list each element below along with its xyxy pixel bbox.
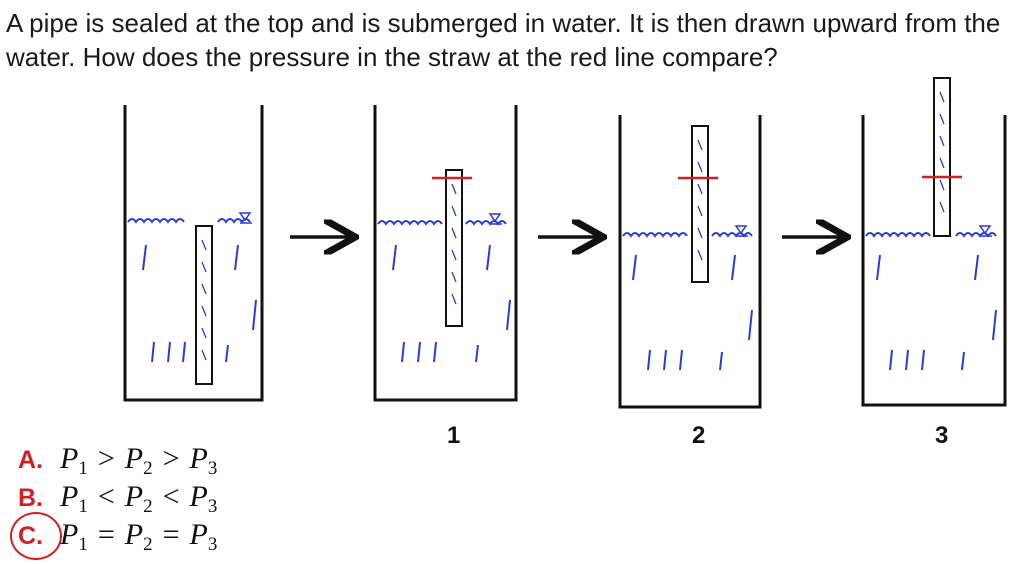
selected-circle [10,512,62,560]
panel-label-1: 1 [447,422,461,449]
water-hatch [632,254,753,371]
answer-choices: A.P1>P2>P3 B.P1<P2<P3 C.P1=P2=P3 [10,440,218,560]
straw [933,77,951,237]
water-hatch [142,244,257,363]
water-surface [622,232,688,238]
panel-label-3: 3 [935,422,949,449]
panel-label-2: 2 [692,422,706,449]
straw [195,225,213,385]
choice-letter: A. [18,446,43,474]
water-surface [955,232,997,238]
container-1 [373,105,518,402]
container-wall [373,105,518,402]
water-surface [465,220,507,226]
container-wall [123,105,264,402]
container-wall [861,115,1007,407]
water-surface [377,220,443,226]
surface-marker [238,212,252,224]
straw [691,125,709,283]
water-surface [865,232,931,238]
container-3 [861,77,1007,407]
choice-a[interactable]: A.P1>P2>P3 [18,442,218,479]
water-surface [127,218,185,224]
question-text: A pipe is sealed at the top and is subme… [6,8,1001,72]
container-2 [618,115,762,409]
choice-c[interactable]: C.P1=P2=P3 [10,512,217,560]
water-surface [711,232,753,238]
water-hatch [392,244,511,363]
container-initial [123,105,264,402]
surface-marker [734,225,748,237]
straw [445,169,463,327]
surface-marker [488,213,502,225]
container-wall [618,115,762,409]
water-hatch [876,254,997,371]
surface-marker [978,225,992,237]
choice-b[interactable]: B.P1<P2<P3 [18,480,218,517]
choice-letter: B. [18,484,43,512]
